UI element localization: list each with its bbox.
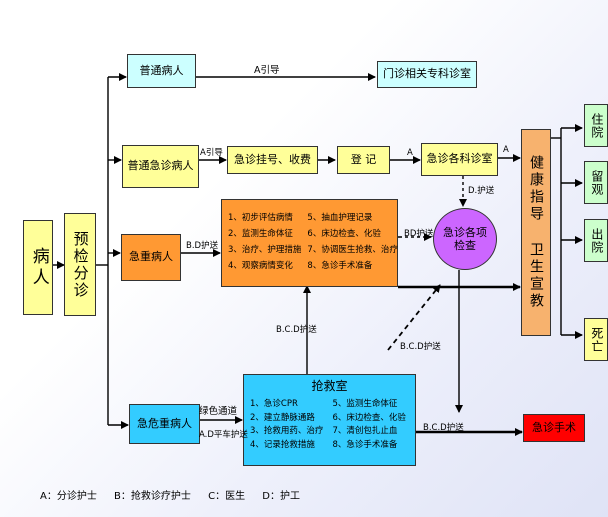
- legend-item: C：医生: [208, 491, 246, 502]
- critical-patient-label: 急重病人: [129, 250, 173, 264]
- rescue-task-item: 5、监测生命体征: [332, 398, 398, 409]
- critical-task-item: 4、观察病情变化: [228, 260, 293, 271]
- rescue-task-item: 1、急诊CPR: [250, 398, 298, 409]
- outpatient-label: 门诊相关专科诊室: [383, 67, 471, 81]
- edge-label-a-guide: A引导: [254, 65, 280, 76]
- rescue-task-item: 8、急诊手术准备: [332, 440, 398, 451]
- critical-task-item: 7、协调医生抢救、治疗: [307, 245, 398, 255]
- exam-node: 急诊各项检查: [433, 208, 497, 270]
- rescue-task-item: 3、抢救用药、治疗: [250, 426, 324, 437]
- ordinary-patient-node: 普通病人: [127, 54, 196, 88]
- rescue-task-item: 4、记录抢救措施: [250, 440, 315, 451]
- critical-task-item: 2、监测生命体征: [228, 229, 293, 240]
- health-guidance-node: 健康指导 卫生宣教: [521, 129, 551, 336]
- rescue-task-item: 7、清创包扎止血: [332, 426, 398, 437]
- critical-task-item: 5、抽血护理记录: [307, 213, 373, 224]
- outcome-discharge-label: 出院: [589, 227, 604, 254]
- critical-task-list: 1、初步评估病情 5、抽血护理记录 2、监测生命体征 6、床边检查、化验 3、治…: [222, 213, 398, 271]
- rescue-task-item: 6、床边检查、化验: [332, 412, 406, 423]
- edge-label-d-escort: D.护送: [468, 186, 495, 196]
- dying-patient-node: 急危重病人: [129, 404, 200, 444]
- outpatient-node: 门诊相关专科诊室: [377, 61, 477, 88]
- ordinary-emergency-label: 普通急诊病人: [127, 159, 194, 173]
- rescue-task-list: 1、急诊CPR 5、监测生命体征 2、建立静脉通路 6、床边检查、化验 3、抢救…: [244, 398, 415, 451]
- rescue-room-box: 抢救室 1、急诊CPR 5、监测生命体征 2、建立静脉通路 6、床边检查、化验 …: [243, 374, 416, 466]
- dying-patient-label: 急危重病人: [137, 416, 192, 430]
- triage-label: 预检分诊: [71, 230, 90, 299]
- patient-label: 病人: [28, 246, 49, 289]
- ordinary-emergency-node: 普通急诊病人: [122, 145, 199, 188]
- critical-care-box: 1、初步评估病情 5、抽血护理记录 2、监测生命体征 6、床边检查、化验 3、治…: [221, 199, 398, 287]
- outcome-discharge: 出院: [584, 219, 608, 262]
- role-legend: A：分诊护士 B：抢救诊疗护士 C：医生 D：护工: [40, 487, 314, 502]
- outcome-death: 死亡: [584, 318, 608, 361]
- critical-task-item: 3、治疗、护理措施: [228, 245, 302, 255]
- critical-task-item: 8、急诊手术准备: [307, 260, 373, 271]
- edge-label-a-d-flat: A.D平车护送: [199, 430, 248, 440]
- registration-node: 急诊挂号、收费: [227, 146, 318, 174]
- legend-item: D：护工: [262, 491, 300, 502]
- record-node: 登 记: [337, 146, 390, 174]
- edge-label-bcd-surgery: B.C.D护送: [423, 423, 464, 433]
- outcome-admit: 住院: [584, 104, 608, 147]
- critical-task-item: 6、床边检查、化验: [307, 229, 381, 240]
- exam-label: 急诊各项检查: [443, 225, 487, 252]
- registration-label: 急诊挂号、收费: [234, 152, 311, 166]
- edge-label-a-record: A: [407, 148, 413, 158]
- surgery-node: 急诊手术: [523, 414, 585, 442]
- edge-label-bcd-diag: B.C.D护送: [400, 342, 441, 352]
- rescue-task-item: 2、建立静脉通路: [250, 412, 315, 423]
- outcome-death-label: 死亡: [589, 326, 604, 353]
- health-guidance-label: 健康指导 卫生宣教: [528, 155, 545, 310]
- rescue-room-title: 抢救室: [311, 379, 348, 393]
- outcome-admit-label: 住院: [589, 112, 604, 139]
- emergency-depts-label: 急诊各科诊室: [426, 152, 493, 166]
- edge-label-green-channel: 绿色通道: [199, 406, 238, 417]
- outcome-observe-label: 留观: [589, 169, 604, 196]
- outcome-observe: 留观: [584, 161, 608, 204]
- critical-patient-node: 急重病人: [121, 234, 181, 281]
- triage-node: 预检分诊: [64, 213, 96, 316]
- legend-item: B：抢救诊疗护士: [114, 491, 191, 502]
- edge-label-b-escort: B.D护送: [186, 241, 219, 251]
- emergency-depts-node: 急诊各科诊室: [421, 143, 498, 176]
- record-label: 登 记: [350, 152, 377, 166]
- legend-item: A：分诊护士: [40, 491, 97, 502]
- ordinary-patient-label: 普通病人: [139, 63, 184, 77]
- edge-label-a-guide-small: A引导: [200, 148, 223, 158]
- surgery-label: 急诊手术: [532, 420, 576, 434]
- edge-label-a-guidance: A: [503, 145, 509, 155]
- patient-node: 病人: [23, 220, 53, 315]
- edge-label-bd-exam: BD护送: [404, 229, 434, 239]
- edge-label-bcd-up: B.C.D护送: [276, 325, 317, 335]
- critical-task-item: 1、初步评估病情: [228, 213, 293, 224]
